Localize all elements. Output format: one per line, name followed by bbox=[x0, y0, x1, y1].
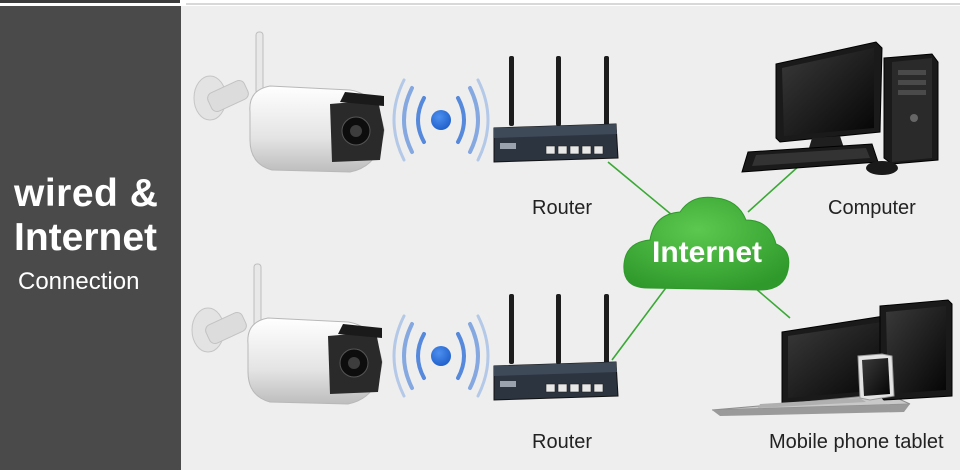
cloud-icon bbox=[623, 196, 790, 291]
wifi-signal-icon bbox=[392, 314, 490, 398]
camera-icon bbox=[193, 31, 385, 173]
title-line-1: wired & bbox=[14, 172, 159, 215]
router-icon bbox=[493, 294, 619, 401]
top-bar-rule bbox=[186, 3, 960, 5]
title-line-3: Connection bbox=[18, 268, 140, 295]
link-lines bbox=[607, 161, 801, 361]
router-bottom-label: Router bbox=[532, 431, 593, 453]
link-router-top-internet bbox=[607, 161, 673, 216]
link-internet-computer bbox=[747, 164, 801, 213]
mobile-label: Mobile phone tablet bbox=[769, 431, 944, 453]
router-icon bbox=[493, 56, 619, 163]
tablet-icon bbox=[879, 299, 953, 401]
title-line-2: Internet bbox=[14, 216, 158, 259]
top-bar bbox=[0, 0, 960, 6]
router-top-label: Router bbox=[532, 197, 593, 219]
link-router-bottom-internet bbox=[611, 284, 669, 361]
wifi-signal-icon bbox=[392, 78, 490, 162]
internet-label: Internet bbox=[652, 236, 763, 269]
top-bar-accent bbox=[0, 0, 180, 3]
computer-label: Computer bbox=[828, 197, 916, 219]
camera-icon bbox=[191, 263, 383, 405]
phone-icon bbox=[857, 353, 895, 401]
computer-icon bbox=[741, 41, 939, 175]
title-sidebar: wired & Internet Connection bbox=[0, 6, 181, 470]
